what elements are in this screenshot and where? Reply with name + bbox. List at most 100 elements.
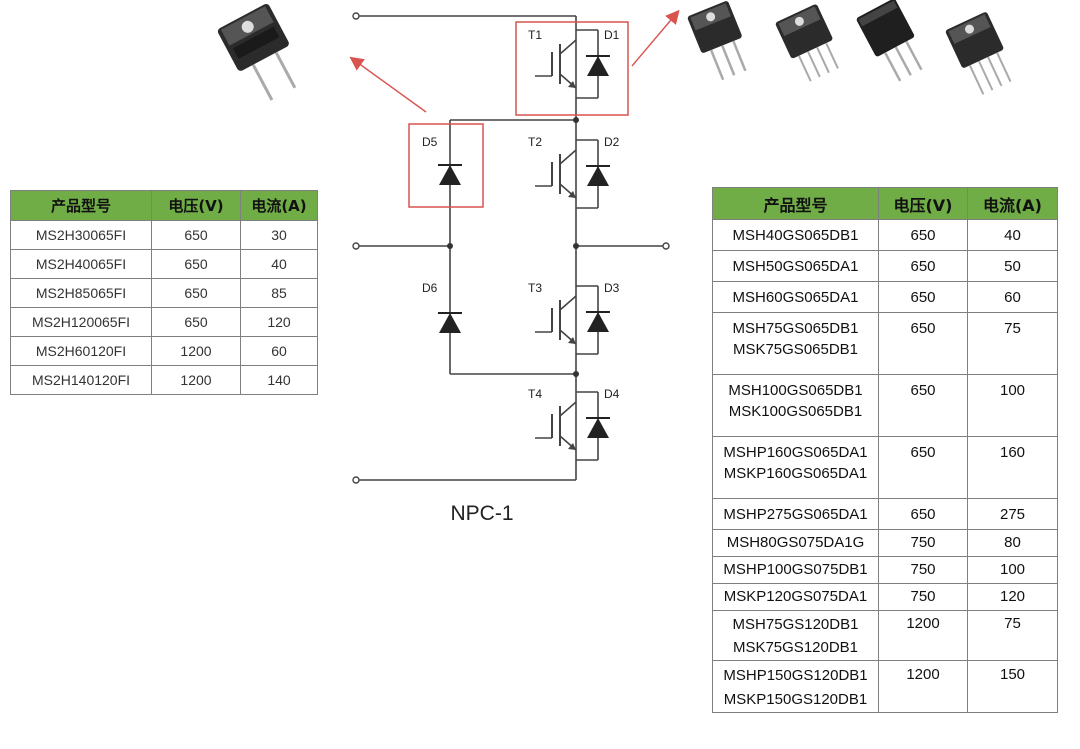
cell-model: MSHP100GS075DB1 xyxy=(712,556,879,584)
cell-model: MSH60GS065DA1 xyxy=(712,281,879,313)
col-header-model: 产品型号 xyxy=(712,187,879,220)
cell-voltage: 650 xyxy=(878,436,968,499)
switch-cell-t2 xyxy=(535,139,610,209)
to247-4pin-kelvin-package-image xyxy=(945,12,1012,95)
table-header-row: 产品型号 电压(V) 电流(A) xyxy=(10,190,318,221)
cell-current: 140 xyxy=(240,365,318,395)
to247-3pin-package-image xyxy=(687,1,747,81)
circuit-terminals xyxy=(352,12,670,484)
cell-voltage: 650 xyxy=(878,312,968,375)
col-header-voltage: 电压(V) xyxy=(151,190,241,221)
col-header-current: 电流(A) xyxy=(967,187,1058,220)
highlight-box-d5 xyxy=(408,123,484,208)
cell-current: 30 xyxy=(240,220,318,250)
cell-voltage: 650 xyxy=(151,220,241,250)
cell-current: 150 xyxy=(967,660,1058,713)
cell-voltage: 1200 xyxy=(878,660,968,713)
label-t4: T4 xyxy=(528,387,542,401)
cell-model: MSH75GS065DB1 MSK75GS065DB1 xyxy=(712,312,879,375)
cell-voltage: 650 xyxy=(878,281,968,313)
switch-cell-t3 xyxy=(535,285,610,355)
cell-current: 120 xyxy=(967,583,1058,611)
label-d4: D4 xyxy=(604,387,620,401)
cell-current: 60 xyxy=(967,281,1058,313)
cell-current: 75 xyxy=(967,610,1058,661)
cell-voltage: 1200 xyxy=(878,610,968,661)
cell-current: 60 xyxy=(240,336,318,366)
cell-model: MS2H60120FI xyxy=(10,336,152,366)
diagram-title: NPC-1 xyxy=(450,502,513,525)
to247-2pin-package-image xyxy=(217,4,297,101)
to247-plus-package-image xyxy=(856,0,923,82)
arrow-to-left-package xyxy=(349,56,427,113)
cell-current: 275 xyxy=(967,498,1058,530)
highlight-box-t1-d1 xyxy=(515,21,629,116)
circuit-wires xyxy=(356,15,666,481)
cell-voltage: 650 xyxy=(151,278,241,308)
cell-current: 160 xyxy=(967,436,1058,499)
clamp-diode-d5 xyxy=(438,164,462,185)
cell-model: MSH75GS120DB1 MSK75GS120DB1 xyxy=(712,610,879,661)
npc-circuit-diagram: T1 D1 T2 D2 T3 D3 T4 D4 D5 D6 NPC-1 xyxy=(349,9,680,525)
clamp-diode-d6 xyxy=(438,312,462,333)
circuit-junctions xyxy=(447,117,579,377)
cell-voltage: 650 xyxy=(878,250,968,282)
arrow-to-right-packages xyxy=(631,9,680,67)
cell-model: MS2H40065FI xyxy=(10,249,152,279)
cell-model: MSHP160GS065DA1 MSKP160GS065DA1 xyxy=(712,436,879,499)
cell-voltage: 650 xyxy=(878,219,968,251)
cell-current: 100 xyxy=(967,556,1058,584)
cell-model: MSKP120GS075DA1 xyxy=(712,583,879,611)
cell-model: MS2H140120FI xyxy=(10,365,152,395)
cell-current: 75 xyxy=(967,312,1058,375)
label-d5: D5 xyxy=(422,135,438,149)
cell-model: MSHP275GS065DA1 xyxy=(712,498,879,530)
switch-cell-t1 xyxy=(535,29,610,99)
cell-current: 85 xyxy=(240,278,318,308)
cell-model: MS2H30065FI xyxy=(10,220,152,250)
table-header-row: 产品型号 电压(V) 电流(A) xyxy=(712,187,1058,220)
switch-cell-t4 xyxy=(535,391,610,461)
cell-model: MSHP150GS120DB1 MSKP150GS120DB1 xyxy=(712,660,879,713)
label-t2: T2 xyxy=(528,135,542,149)
cell-model: MSH100GS065DB1 MSK100GS065DB1 xyxy=(712,374,879,437)
cell-current: 40 xyxy=(240,249,318,279)
to247-4pin-package-image xyxy=(775,4,839,82)
cell-model: MS2H85065FI xyxy=(10,278,152,308)
label-d1: D1 xyxy=(604,28,620,42)
cell-voltage: 750 xyxy=(878,556,968,584)
cell-current: 100 xyxy=(967,374,1058,437)
cell-model: MS2H120065FI xyxy=(10,307,152,337)
cell-voltage: 750 xyxy=(878,583,968,611)
cell-voltage: 750 xyxy=(878,529,968,557)
label-d2: D2 xyxy=(604,135,620,149)
label-d6: D6 xyxy=(422,281,438,295)
label-d3: D3 xyxy=(604,281,620,295)
col-header-voltage: 电压(V) xyxy=(878,187,968,220)
cell-voltage: 650 xyxy=(878,498,968,530)
cell-model: MSH40GS065DB1 xyxy=(712,219,879,251)
cell-current: 80 xyxy=(967,529,1058,557)
cell-model: MSH50GS065DA1 xyxy=(712,250,879,282)
cell-current: 50 xyxy=(967,250,1058,282)
label-t3: T3 xyxy=(528,281,542,295)
label-t1: T1 xyxy=(528,28,542,42)
cell-model: MSH80GS075DA1G xyxy=(712,529,879,557)
